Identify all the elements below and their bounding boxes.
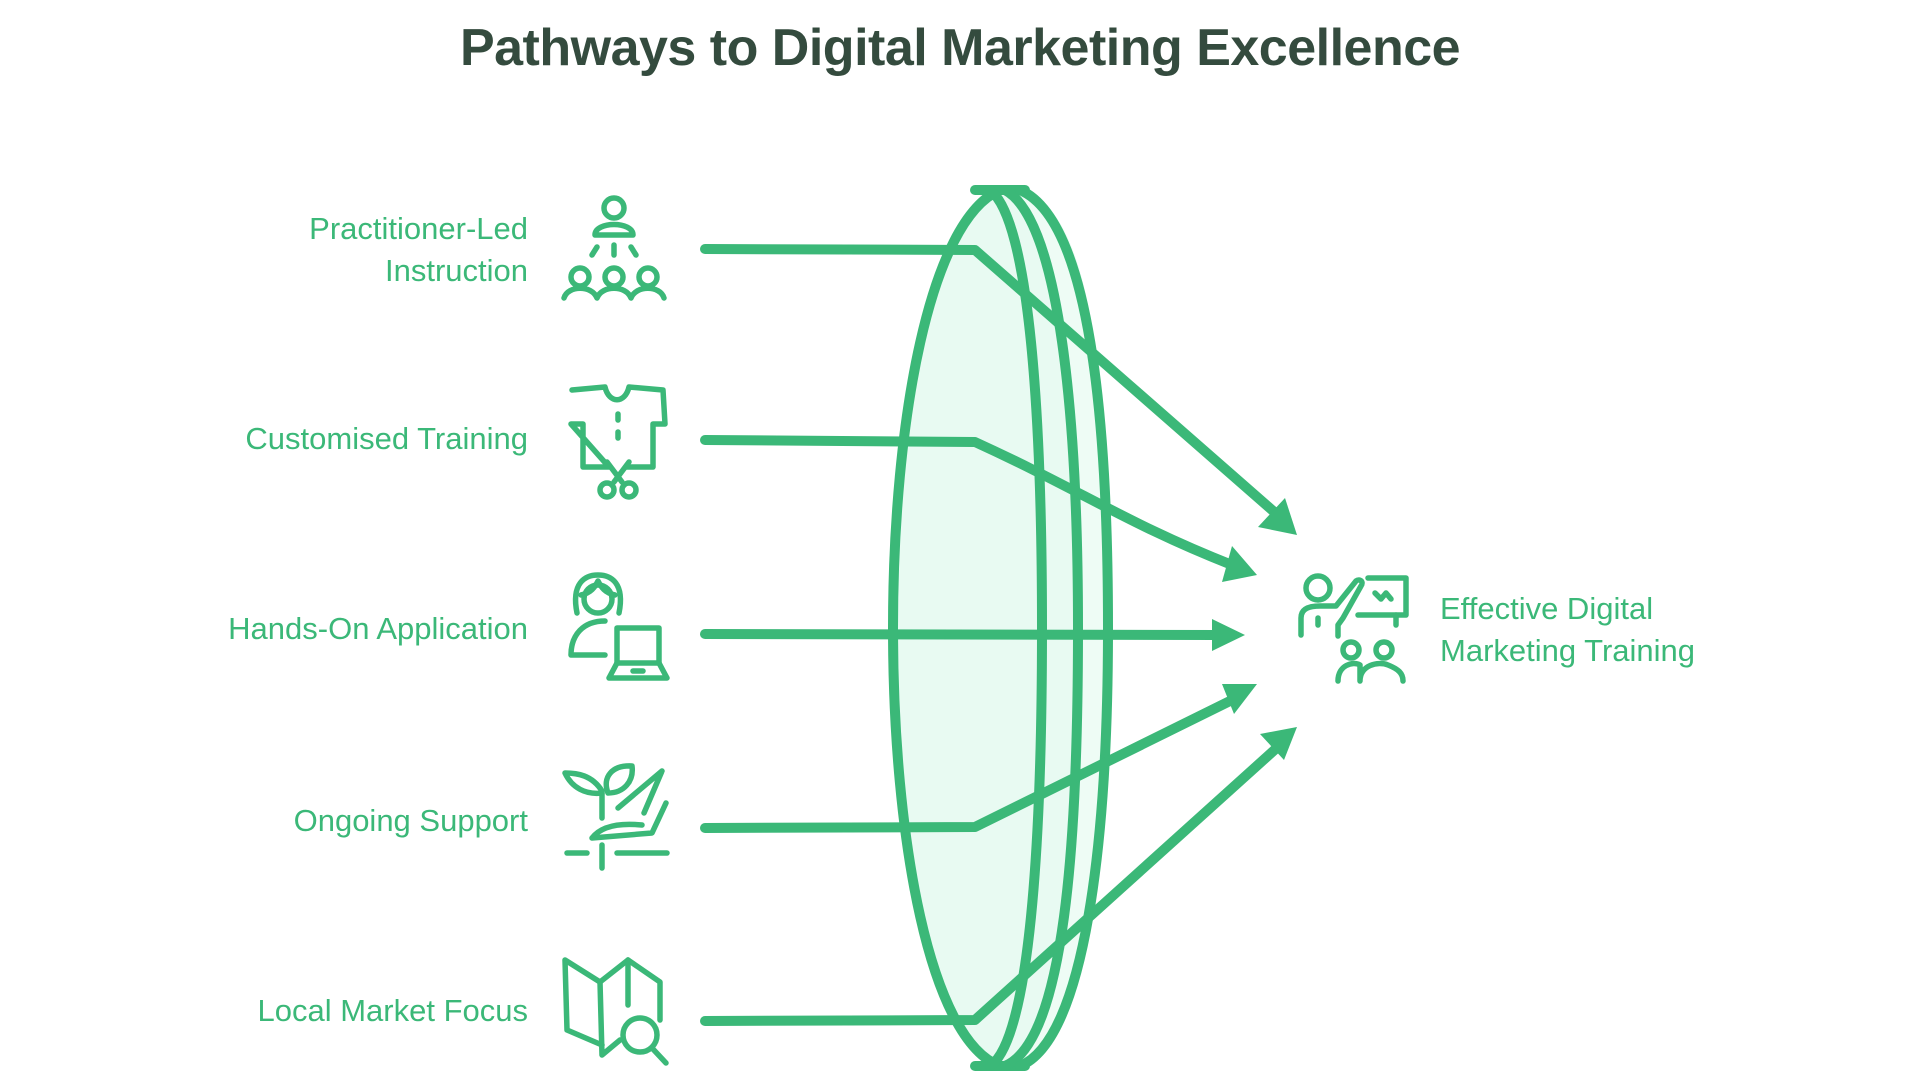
label-line: Practitioner-Led	[309, 211, 528, 246]
pathway-arrows	[700, 244, 1297, 1026]
shirt-scissors-icon	[568, 384, 668, 500]
label-line: Instruction	[384, 253, 528, 288]
label-line: Marketing Training	[1440, 633, 1696, 668]
input-label-ongoing-support: Ongoing Support	[293, 803, 528, 838]
presenter-audience-icon	[561, 195, 667, 301]
input-label-local-market-focus: Local Market Focus	[257, 993, 529, 1028]
output-label-effective-digital-marketing-training: Effective Digital Marketing Training	[1440, 588, 1695, 672]
converging-lens	[888, 185, 1113, 1071]
plant-hand-icon	[562, 763, 670, 871]
page-title: Pathways to Digital Marketing Excellence	[459, 19, 1461, 77]
teacher-whiteboard-students-icon	[1298, 573, 1409, 684]
map-search-icon	[562, 957, 669, 1066]
label-line: Effective Digital	[1440, 591, 1654, 626]
input-label-hands-on-application: Hands-On Application	[228, 611, 528, 646]
input-label-customised-training: Customised Training	[245, 421, 528, 456]
input-label-practitioner-led-instruction: Practitioner-Led Instruction	[309, 208, 528, 292]
person-laptop-icon	[568, 572, 670, 681]
